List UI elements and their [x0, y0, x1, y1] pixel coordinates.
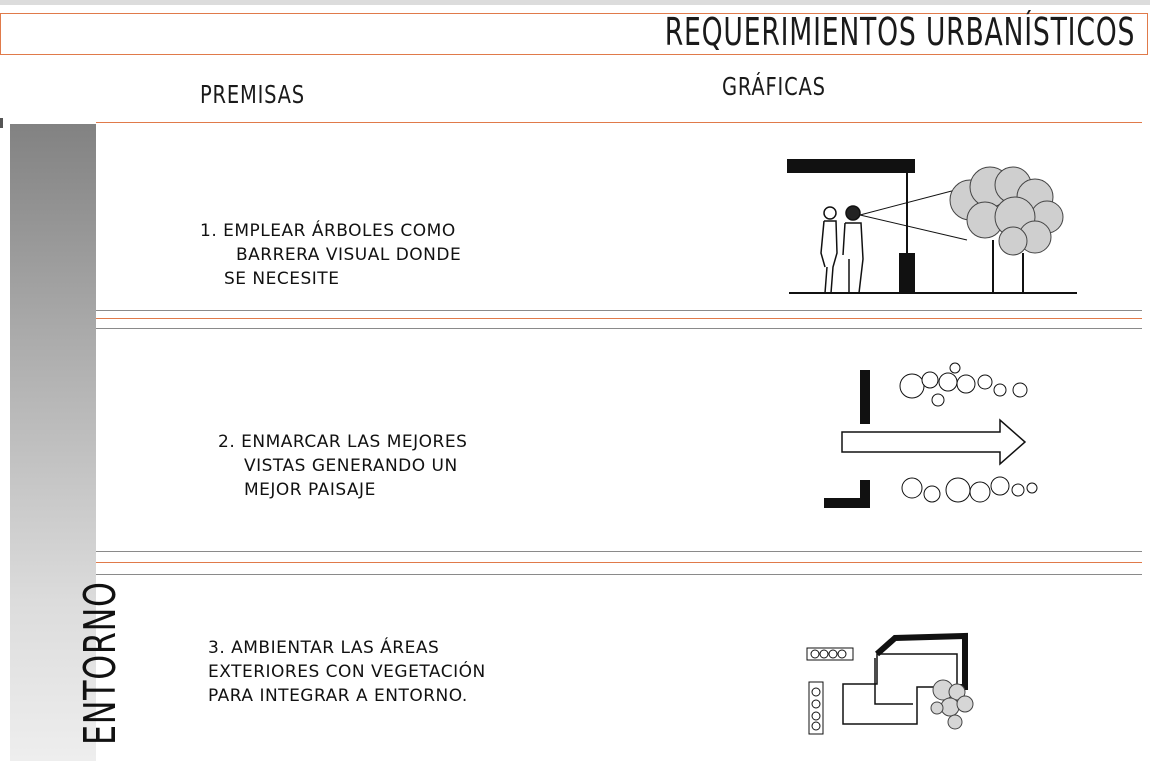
premise-line: 3. AMBIENTAR LAS ÁREAS: [208, 638, 440, 658]
row-divider: [96, 551, 1142, 552]
premise-line: 2. ENMARCAR LAS MEJORES: [218, 432, 468, 452]
page-title: REQUERIMIENTOS URBANÍSTICOS: [664, 10, 1135, 54]
premise-2: 2. ENMARCAR LAS MEJORES VISTAS GENERANDO…: [218, 430, 467, 502]
row-divider: [96, 328, 1142, 329]
sidebar-entorno: [10, 124, 96, 761]
premise-line: 1. EMPLEAR ÁRBOLES COMO: [200, 221, 456, 241]
title-box: REQUERIMIENTOS URBANÍSTICOS: [0, 10, 1148, 55]
row-divider: [96, 310, 1142, 311]
row-divider: [96, 562, 1142, 563]
premise-line: EXTERIORES CON VEGETACIÓN: [208, 662, 486, 682]
premise-line: PARA INTEGRAR A ENTORNO.: [208, 686, 468, 706]
premise-3: 3. AMBIENTAR LAS ÁREAS EXTERIORES CON VE…: [208, 636, 486, 708]
column-header-premisas: PREMISAS: [200, 80, 305, 109]
sidebar-label: ENTORNO: [75, 581, 126, 745]
column-header-graficas: GRÁFICAS: [722, 72, 826, 101]
premise-line: MEJOR PAISAJE: [244, 480, 376, 500]
left-marker: [0, 118, 3, 128]
tree-barrier-illustration: [787, 159, 1077, 294]
premise-line: VISTAS GENERANDO UN: [244, 456, 458, 476]
top-strip: [0, 0, 1150, 5]
premise-1: 1. EMPLEAR ÁRBOLES COMO BARRERA VISUAL D…: [200, 219, 461, 291]
framed-view-illustration: [824, 362, 1038, 508]
row-divider: [96, 318, 1142, 319]
vegetation-integration-illustration: [806, 632, 974, 735]
row-divider: [96, 574, 1142, 575]
premise-line: SE NECESITE: [224, 269, 340, 289]
premise-line: BARRERA VISUAL DONDE: [236, 245, 462, 265]
header-divider: [96, 122, 1142, 123]
